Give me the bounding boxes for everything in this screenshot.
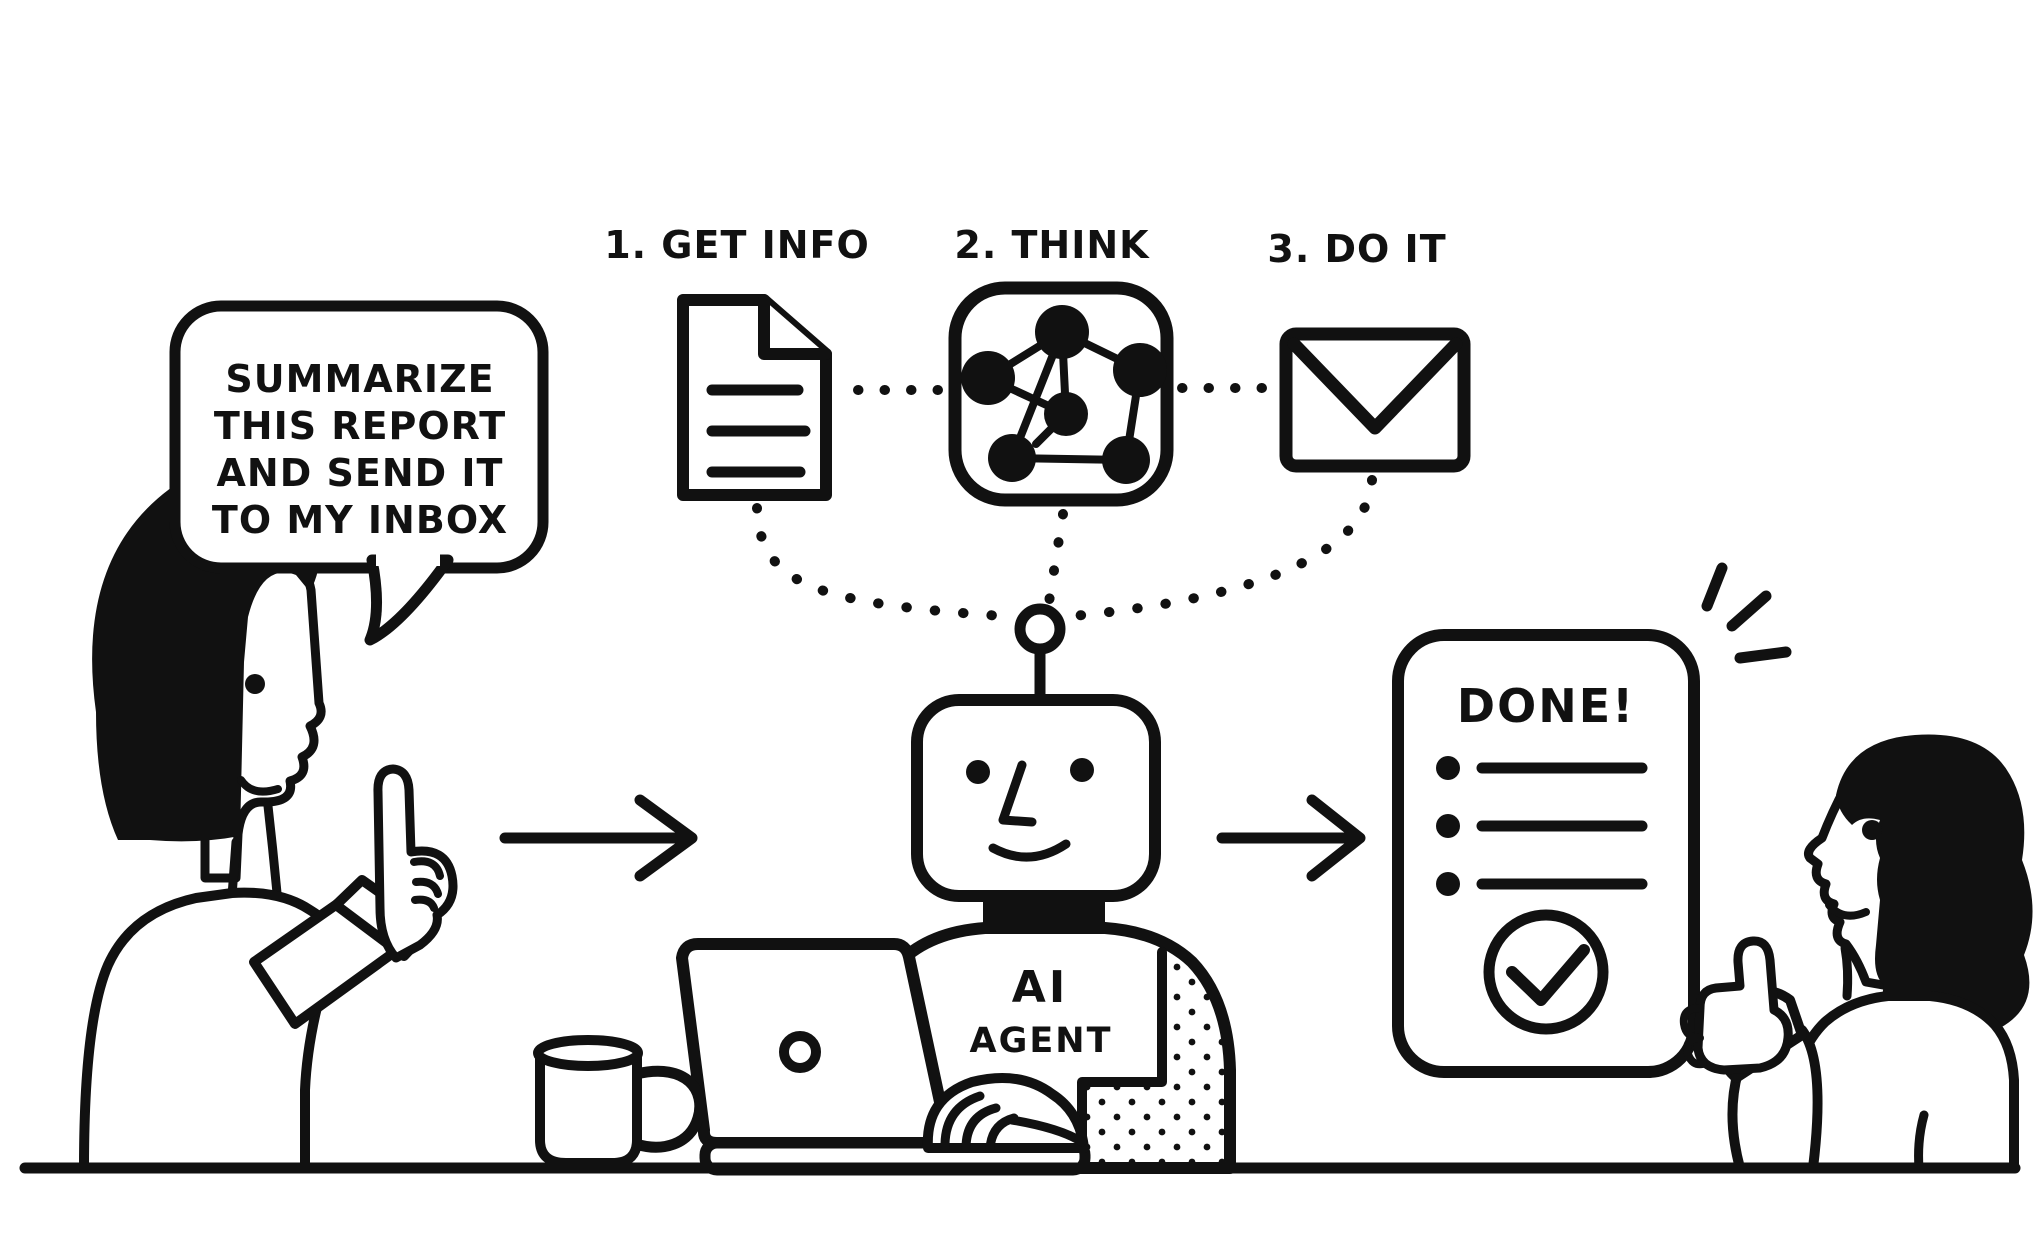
left-person-eye (245, 674, 265, 694)
bullet-icon (1436, 814, 1460, 838)
right-person (1679, 734, 2033, 1173)
dots-envelope-to-antenna (1057, 475, 1377, 622)
left-person-knuckles (410, 857, 444, 912)
speech-bubble-tail (364, 554, 454, 646)
robot-label-line1: AI (1012, 962, 1068, 1013)
right-person-face (1804, 760, 1905, 993)
right-person-neck-line (1840, 943, 1853, 1001)
done-checklist (1436, 756, 1648, 896)
robot-label-line2: AGENT (970, 1021, 1113, 1061)
right-person-eye (1862, 820, 1882, 840)
right-person-hair (1836, 734, 2033, 1036)
robot-fingers (940, 1091, 1087, 1153)
speech-line-2: THIS REPORT (214, 404, 506, 448)
coffee-mug (533, 1035, 706, 1168)
done-card: DONE! (1392, 562, 1792, 1078)
robot-head (911, 694, 1161, 902)
speech-bubble: SUMMARIZE THIS REPORT AND SEND IT TO MY … (169, 300, 549, 646)
bullet-icon (1436, 872, 1460, 896)
document-icon (677, 294, 832, 501)
speech-line-4: TO MY INBOX (212, 498, 508, 542)
robot-nose (998, 760, 1037, 827)
robot-eye-right (1070, 758, 1094, 782)
robot-arm-dotted (1082, 952, 1226, 1164)
arrow-robot-to-result (1216, 794, 1366, 882)
sparkle-lines-icon (1701, 562, 1792, 664)
right-person-knuckles (1679, 1004, 1707, 1069)
dots-brain-to-antenna (1044, 509, 1068, 607)
step-get-info: 1. GET INFO (604, 223, 870, 501)
robot-antenna-ball (1014, 603, 1066, 655)
check-circle-icon (1483, 909, 1609, 1035)
right-person-thumbs-up-hand (1693, 936, 1793, 1075)
neural-network-icon (948, 281, 1174, 507)
mug-body (535, 1051, 642, 1168)
speech-bubble-box (169, 300, 549, 574)
bullet-icon (1436, 756, 1460, 780)
step-think: 2. THINK (948, 223, 1174, 507)
step-1-label: 1. GET INFO (604, 223, 870, 267)
speech-line-3: AND SEND IT (217, 451, 504, 495)
mug-rim (533, 1035, 643, 1071)
step-do-it: 3. DO IT (1267, 227, 1471, 473)
dots-doc-to-antenna (752, 503, 1021, 622)
right-person-torso (1785, 991, 2019, 1173)
robot-eye-left (966, 760, 990, 784)
speech-bubble-tail-join (376, 552, 440, 566)
mug-handle (630, 1065, 706, 1153)
dotted-connectors (752, 383, 1377, 622)
done-card-title: DONE! (1457, 679, 1635, 733)
done-card-box (1392, 629, 1700, 1078)
robot-smile (988, 839, 1071, 862)
laptop-logo-icon (779, 1031, 821, 1073)
envelope-icon (1279, 327, 1471, 473)
right-person-smile (1825, 901, 1870, 920)
speech-line-1: SUMMARIZE (225, 357, 494, 401)
left-person-smile (237, 776, 282, 796)
arrow-person-to-robot (499, 794, 698, 882)
step-2-label: 2. THINK (954, 223, 1150, 267)
step-3-label: 3. DO IT (1267, 227, 1446, 271)
